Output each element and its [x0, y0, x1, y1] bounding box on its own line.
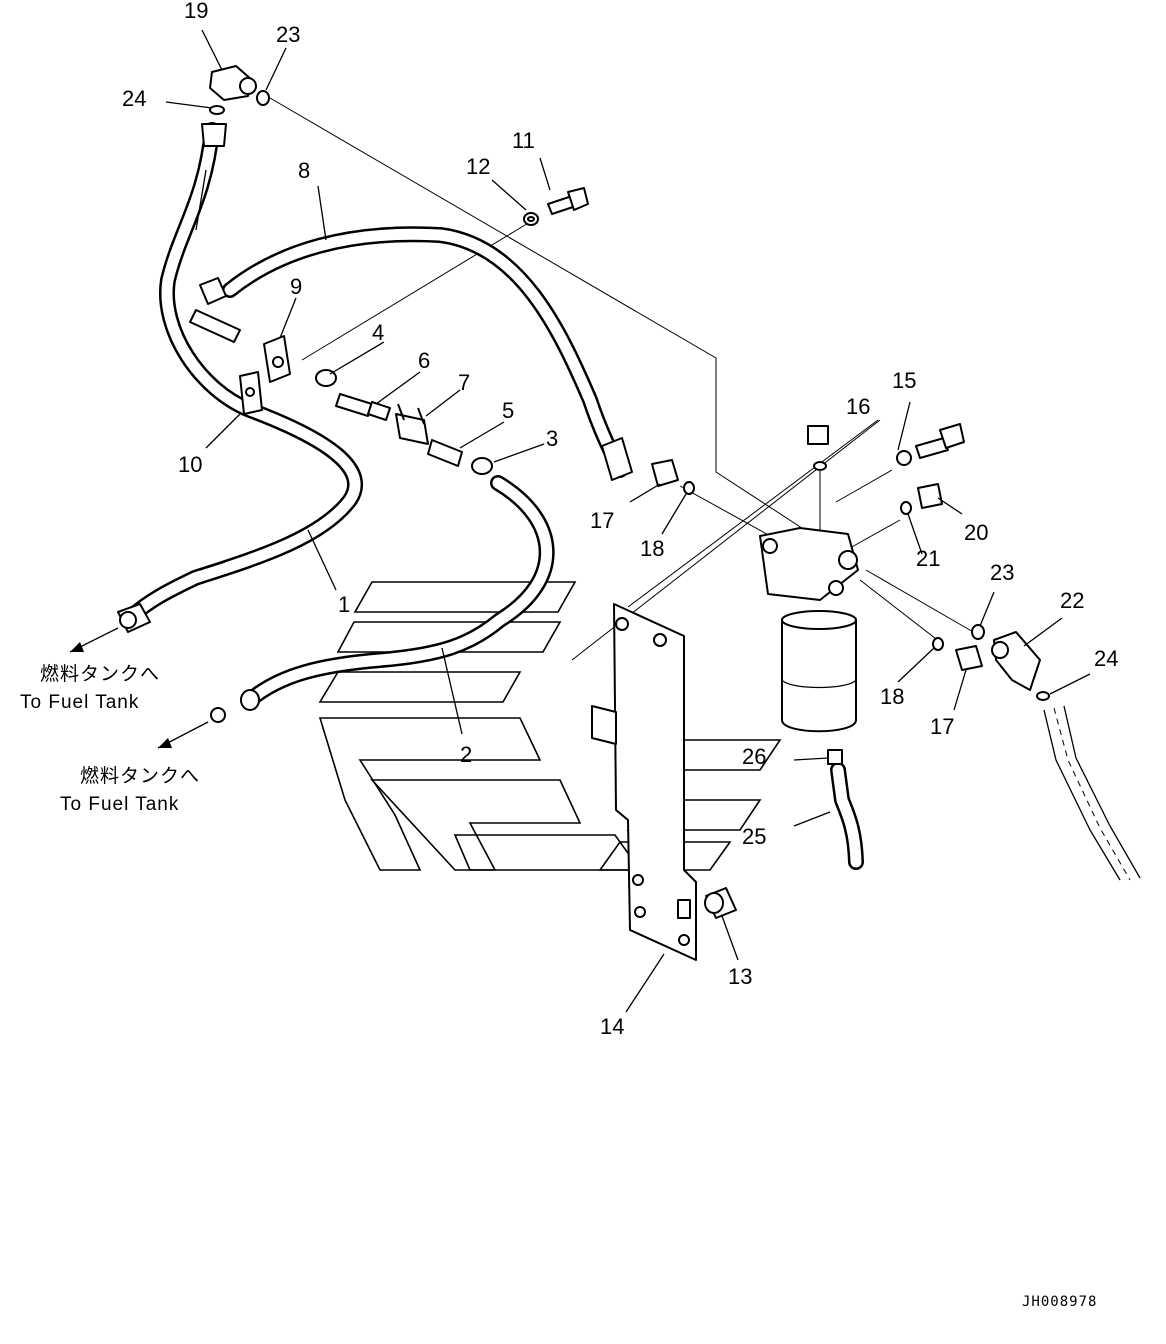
- hose-8: [222, 226, 628, 478]
- tube-end-left: [189, 277, 241, 343]
- callout-7: 7: [458, 370, 470, 395]
- oring-23-right: [971, 624, 985, 640]
- oring-18-right: [932, 637, 944, 651]
- hose-25: [830, 762, 864, 870]
- destination-1-japanese: 燃料タンクへ: [40, 663, 160, 685]
- callout-15: 15: [892, 368, 916, 393]
- callout-19: 20: [964, 520, 988, 545]
- callout-17-left: 17: [590, 508, 614, 533]
- oring-18-left: [683, 481, 695, 495]
- hose-end-fitting-top: [201, 123, 227, 147]
- callout-5: 5: [502, 398, 514, 423]
- elbow-21: [209, 65, 257, 101]
- plug-17-left: [651, 459, 679, 487]
- clip-9: [263, 335, 291, 383]
- assembly-lines: [269, 97, 976, 661]
- destination-label-1: 燃料タンクへ To Fuel Tank: [20, 663, 160, 713]
- bolt-14: [677, 899, 691, 919]
- pipe-6: [335, 393, 391, 421]
- callout-21: 19: [184, 0, 208, 23]
- hose-end-left-2: [240, 689, 260, 711]
- fuel-filter: [759, 425, 859, 733]
- callout-11: 11: [512, 128, 535, 153]
- watermark-logo: [318, 581, 782, 871]
- callout-6: 6: [418, 348, 430, 373]
- callout-26: 26: [742, 744, 766, 769]
- callout-20: 21: [916, 546, 940, 571]
- destination-2-japanese: 燃料タンクへ: [80, 765, 200, 787]
- callout-8: 8: [298, 158, 310, 183]
- callout-13: 13: [728, 964, 752, 989]
- destination-2-english: To Fuel Tank: [60, 794, 179, 815]
- callout-16: 16: [846, 394, 870, 419]
- clamp-3: [471, 457, 493, 475]
- arrow-to-fuel-tank-1: [69, 627, 119, 653]
- pipe-5: [427, 439, 463, 467]
- callout-18-right: 18: [880, 684, 904, 709]
- bracket-7: [395, 403, 429, 445]
- drawing-code: JH008978: [1022, 1294, 1097, 1310]
- plug-19: [917, 483, 943, 509]
- hose-2: [242, 475, 555, 708]
- callout-10: 10: [178, 452, 202, 477]
- clip-10: [239, 371, 263, 415]
- plug-26: [827, 749, 843, 765]
- callout-12: 12: [466, 154, 490, 179]
- hose-right: [1043, 705, 1141, 881]
- destination-1-english: To Fuel Tank: [20, 692, 139, 713]
- callout-14: 14: [600, 1014, 624, 1039]
- oring-24-right: [1036, 691, 1050, 701]
- destination-label-2: 燃料タンクへ To Fuel Tank: [60, 765, 200, 815]
- fitting-end-left-1: [117, 603, 151, 633]
- callout-24-right: 24: [1094, 646, 1118, 671]
- callout-4: 4: [372, 320, 384, 345]
- clamp-left: [210, 707, 226, 723]
- oring-23-top: [256, 90, 270, 106]
- callout-24-top: 24: [122, 86, 146, 111]
- tube-end-8: [601, 437, 633, 481]
- leader-lines: [165, 29, 1091, 1013]
- callout-3: 3: [546, 426, 558, 451]
- bolt-15: [915, 423, 965, 459]
- callout-23-top: 23: [276, 22, 300, 47]
- bolt-11: [547, 187, 589, 215]
- bracket-14: [591, 603, 697, 961]
- hose-1: [124, 122, 363, 624]
- callout-9: 9: [290, 274, 302, 299]
- elbow-22: [991, 631, 1041, 691]
- plug-17-right: [955, 645, 983, 671]
- callout-22: 22: [1060, 588, 1084, 613]
- callout-1: 1: [338, 592, 350, 617]
- washer-16: [896, 450, 912, 466]
- callout-labels: 19 23 24 11 12 8 9 4 6 7 5 3 10 1 2 17 1…: [122, 0, 1118, 1039]
- callout-2: 2: [460, 742, 472, 767]
- oring-24-top: [209, 105, 225, 115]
- callout-18-left: 18: [640, 536, 664, 561]
- callout-25: 25: [742, 824, 766, 849]
- oring-20: [900, 501, 912, 515]
- washer-12: [523, 212, 539, 226]
- callout-17-right: 17: [930, 714, 954, 739]
- callout-23-right: 23: [990, 560, 1014, 585]
- spacer-13: [704, 887, 737, 919]
- arrow-to-fuel-tank-2: [157, 721, 209, 749]
